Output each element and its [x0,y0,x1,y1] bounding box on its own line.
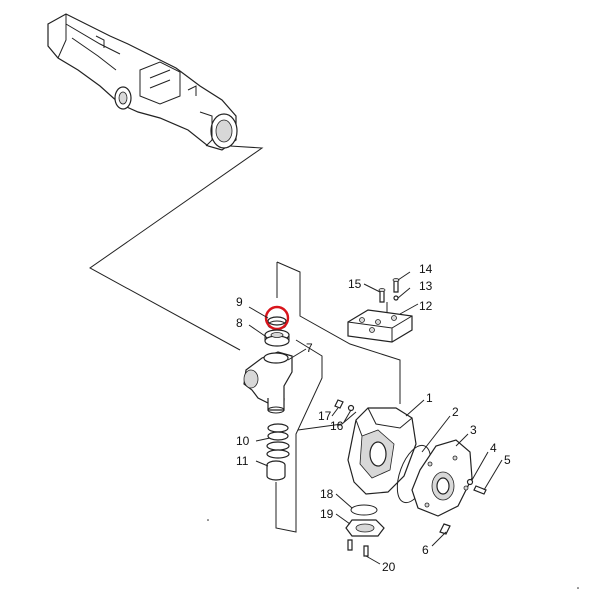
callout-11: 11 [236,454,249,468]
part-18-o-ring [350,504,378,516]
part-1-knuckle-housing [347,407,417,495]
part-13-washer [393,295,399,301]
callout-labels: 1 2 3 4 5 6 7 8 9 10 11 12 13 14 15 16 1… [236,262,511,574]
part-19-bottom-cap [345,519,385,537]
part-17-bolt [334,399,344,409]
callout-6: 6 [422,543,429,557]
callout-13: 13 [419,279,433,293]
part-3-hub-cover [411,439,473,517]
callout-17: 17 [318,409,332,423]
callout-2: 2 [452,405,459,419]
callout-3: 3 [470,423,477,437]
part-8-bearing [264,329,290,347]
callout-12: 12 [419,299,433,313]
callout-15: 15 [348,277,362,291]
callout-19: 19 [320,507,334,521]
highlight-circle [264,305,290,331]
part-14-bolt [392,278,400,293]
part-20-bolt [347,539,369,557]
callout-20: 20 [382,560,396,574]
callout-18: 18 [320,487,334,501]
stray-dot [577,587,579,589]
callout-1: 1 [426,391,433,405]
part-12-top-plate [347,309,413,343]
part-15-bolt [378,288,386,303]
part-7-kingpin [243,351,293,414]
part-10-shims [266,423,290,459]
part-6-bolt [439,523,451,535]
callout-14: 14 [419,262,433,276]
part-9-seal [264,305,290,331]
callout-7: 7 [306,341,313,355]
callout-16: 16 [330,419,344,433]
part-5-bolt [473,485,487,495]
callout-8: 8 [236,316,243,330]
callout-10: 10 [236,434,250,448]
part-11-bushing [266,460,286,481]
callout-5: 5 [504,453,511,467]
stray-dot [207,519,209,521]
callout-4: 4 [490,441,497,455]
axle-housing [47,13,238,151]
callout-9: 9 [236,295,243,309]
part-16-washer [347,404,355,412]
callout-leader-lines [248,271,503,565]
assembly-guide-lines [89,145,401,533]
part-4-washer [466,478,474,486]
